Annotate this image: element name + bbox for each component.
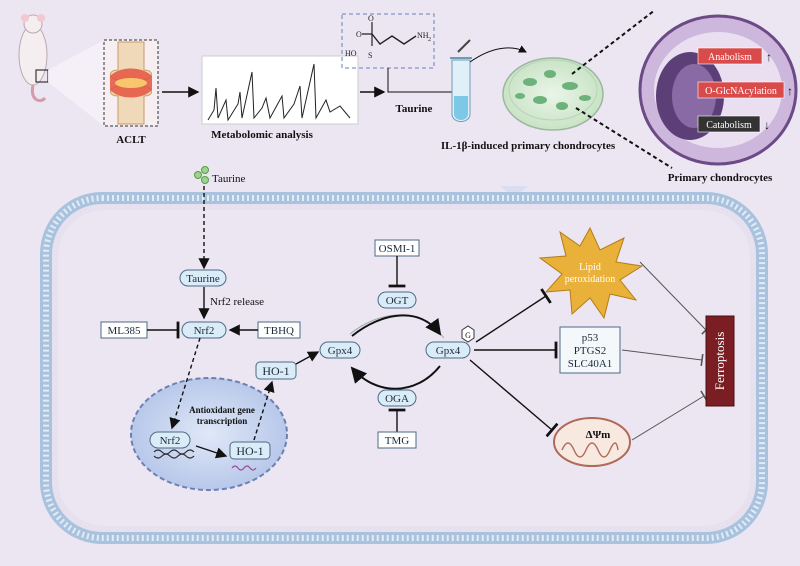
svg-text:Nrf2: Nrf2 bbox=[160, 435, 181, 447]
svg-text:OGT: OGT bbox=[386, 295, 409, 307]
connector-molecule bbox=[387, 68, 452, 93]
chondrocytes-label: IL-1β-induced primary chondrocytes bbox=[441, 140, 616, 152]
svg-text:peroxidation: peroxidation bbox=[565, 274, 616, 285]
arrow-down-icon: ↓ bbox=[764, 118, 770, 132]
zoom-cone bbox=[48, 40, 104, 126]
target-slc40a1: SLC40A1 bbox=[568, 358, 613, 370]
svg-text:OSMI-1: OSMI-1 bbox=[379, 243, 416, 255]
molecule-ho: HO bbox=[345, 49, 357, 58]
mass-spectrum-icon bbox=[201, 55, 359, 125]
svg-text:Anabolism: Anabolism bbox=[708, 52, 752, 63]
gpx4-left-node bbox=[319, 341, 361, 359]
targets-box bbox=[559, 326, 621, 374]
svg-text:HO-1: HO-1 bbox=[236, 444, 263, 458]
badge-o-glcnacylation: O-GlcNAcylation ↑ bbox=[697, 81, 793, 99]
taurine-molecule-icon bbox=[194, 166, 209, 184]
svg-text:HO-1: HO-1 bbox=[262, 364, 289, 378]
ho1-node bbox=[255, 361, 297, 380]
glcnac-badge-icon bbox=[461, 325, 475, 343]
arrow-up-icon: ↑ bbox=[787, 84, 793, 98]
tmg-node bbox=[377, 431, 417, 449]
svg-text:Catabolism: Catabolism bbox=[706, 120, 752, 131]
zoom-line-top bbox=[571, 9, 656, 75]
svg-text:ML385: ML385 bbox=[108, 325, 142, 337]
svg-text:Lipid: Lipid bbox=[579, 262, 601, 273]
nucleus-title-2: transcription bbox=[197, 416, 248, 426]
taurine-node bbox=[179, 269, 227, 287]
test-tube-icon bbox=[450, 39, 472, 122]
inhibit-mitochondria bbox=[469, 359, 559, 438]
taurine-outside-label: Taurine bbox=[212, 173, 246, 185]
arrow-oga-cycle bbox=[350, 365, 441, 390]
gpx4-right-node bbox=[425, 341, 471, 359]
molecule-nh2: NH bbox=[417, 31, 429, 40]
arrow-ho1-export bbox=[253, 380, 275, 441]
primary-chondrocytes-label: Primary chondrocytes bbox=[668, 172, 773, 184]
nucleus-title-1: Antioxidant gene bbox=[189, 405, 255, 415]
svg-text:O: O bbox=[368, 14, 374, 23]
svg-text:Gpx4: Gpx4 bbox=[436, 345, 461, 357]
arrow-ogt-cycle bbox=[351, 314, 442, 337]
dna-icon bbox=[153, 449, 195, 455]
nrf2-nucleus-node bbox=[149, 431, 191, 449]
target-p53: p53 bbox=[582, 332, 599, 344]
arrow-transcription bbox=[195, 445, 228, 459]
svg-text:S: S bbox=[368, 51, 372, 60]
aclt-label: ACLT bbox=[116, 134, 146, 146]
svg-text:TBHQ: TBHQ bbox=[264, 325, 294, 337]
taurine-top-label: Taurine bbox=[396, 103, 433, 115]
lipid-peroxidation-burst bbox=[538, 226, 644, 320]
svg-text:TMG: TMG bbox=[385, 435, 410, 447]
svg-text:OGA: OGA bbox=[385, 393, 409, 405]
badge-anabolism: Anabolism ↑ bbox=[697, 47, 772, 65]
target-ptgs2: PTGS2 bbox=[574, 345, 606, 357]
petri-dish-icon bbox=[502, 57, 604, 131]
metabolomic-label: Metabolomic analysis bbox=[211, 129, 313, 141]
inhibit-ferroptosis-mito bbox=[631, 390, 708, 441]
arrow-ho1-to-gpx4 bbox=[295, 351, 320, 365]
mrna-icon bbox=[231, 465, 257, 471]
arrow-up-icon: ↑ bbox=[766, 50, 772, 64]
inhibit-lipid-peroxidation bbox=[475, 288, 552, 343]
nrf2-node bbox=[181, 321, 227, 339]
knee-joint-icon bbox=[103, 39, 159, 127]
ferroptosis-label: Ferroptosis bbox=[712, 332, 727, 391]
svg-text:Gpx4: Gpx4 bbox=[328, 345, 353, 357]
svg-text:O: O bbox=[356, 30, 362, 39]
mitochondrion-icon bbox=[553, 417, 631, 467]
oga-node bbox=[377, 389, 417, 407]
nrf2-release-label: Nrf2 release bbox=[210, 296, 264, 308]
svg-text:O-GlcNAcylation: O-GlcNAcylation bbox=[705, 86, 777, 97]
arrow-tube-to-dish bbox=[469, 45, 527, 63]
ho1-nucleus-node bbox=[229, 441, 271, 460]
badge-catabolism: Catabolism ↓ bbox=[697, 115, 770, 133]
molecule-nh2-sub: 2 bbox=[428, 37, 431, 43]
svg-text:Nrf2: Nrf2 bbox=[194, 325, 215, 337]
zoom-line-bottom bbox=[575, 107, 673, 169]
arrow-nrf2-translocation bbox=[169, 337, 201, 430]
mito-label: ΔΨm bbox=[586, 429, 611, 441]
svg-text:Taurine: Taurine bbox=[186, 273, 220, 285]
rat-icon bbox=[18, 14, 49, 103]
svg-text:G: G bbox=[465, 331, 471, 340]
inhibit-ferroptosis-lipid bbox=[639, 261, 711, 335]
ogt-node bbox=[377, 291, 417, 309]
inhibit-ferroptosis-targets bbox=[621, 349, 704, 367]
ferroptosis-box bbox=[705, 315, 735, 407]
nucleus bbox=[130, 377, 288, 491]
